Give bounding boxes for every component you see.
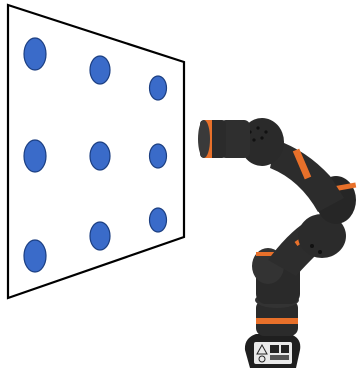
calibration-board bbox=[8, 5, 184, 298]
calibration-dot bbox=[90, 56, 110, 84]
calibration-dot bbox=[24, 140, 46, 172]
calibration-dot bbox=[150, 208, 167, 232]
calibration-dot bbox=[150, 144, 167, 168]
calibration-dot bbox=[90, 142, 110, 170]
calibration-dot bbox=[150, 76, 167, 100]
robot-arm bbox=[198, 118, 356, 368]
calibration-dot bbox=[24, 38, 46, 70]
robot-base bbox=[245, 334, 300, 368]
orange-ring bbox=[256, 318, 298, 324]
calibration-dot bbox=[24, 240, 46, 272]
calibration-dot bbox=[90, 222, 110, 250]
tool-flange bbox=[198, 120, 210, 158]
